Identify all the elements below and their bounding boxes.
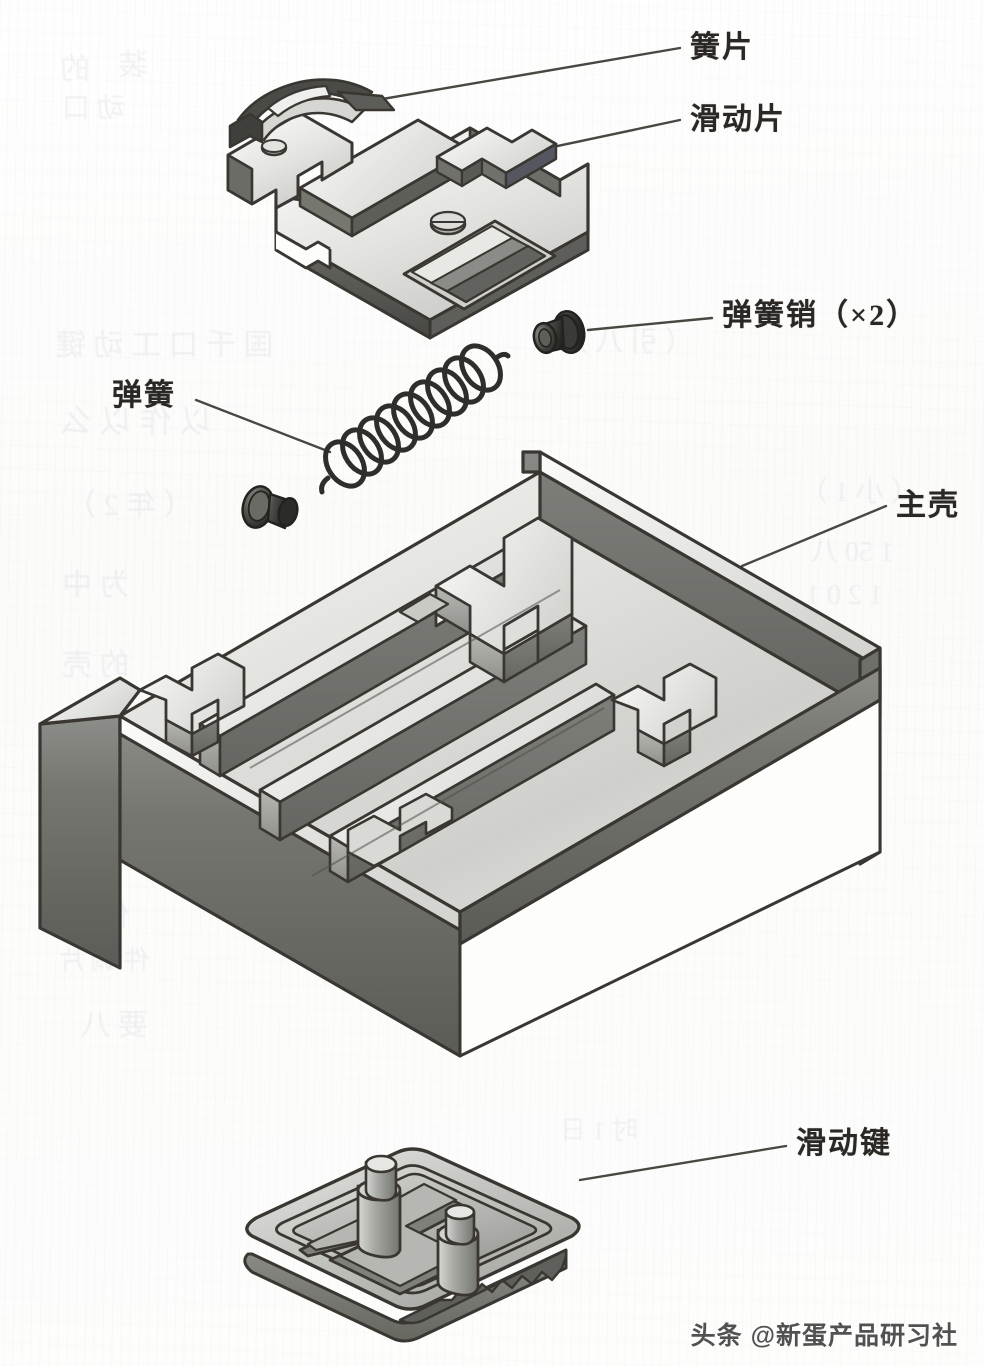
part-coil-spring xyxy=(319,343,511,495)
label-sliding-key: 滑动键 xyxy=(796,1127,892,1160)
label-spring-pin: 弹簧销（×2） xyxy=(722,299,919,332)
part-spring-pin-lower xyxy=(241,485,299,530)
leader-spring-leaf xyxy=(328,46,682,110)
part-spring-pin-upper xyxy=(532,310,586,355)
leader-sliding-key xyxy=(578,1144,788,1182)
label-spring-leaf: 簧片 xyxy=(690,31,754,64)
label-main-shell: 主壳 xyxy=(896,489,960,522)
part-spring-leaf xyxy=(228,78,396,149)
leader-spring-pin xyxy=(586,316,714,332)
part-sliding-plate xyxy=(226,78,590,340)
watermark: 头条 @新蛋产品研习社 xyxy=(690,1322,958,1350)
label-sliding-plate: 滑动片 xyxy=(690,103,786,136)
leader-lines xyxy=(194,46,888,1182)
shell-rib-t-right xyxy=(610,662,718,768)
sliding-key-post-right xyxy=(436,1203,480,1297)
shell-rib-t-center xyxy=(434,516,574,684)
shell-rib-t-left xyxy=(138,652,246,758)
label-spring: 弹簧 xyxy=(112,379,176,412)
part-sliding-key xyxy=(243,1147,581,1343)
leader-spring xyxy=(194,398,332,454)
leader-main-shell xyxy=(740,504,888,568)
part-main-shell xyxy=(38,450,882,1058)
sliding-key-post-left xyxy=(356,1154,402,1259)
